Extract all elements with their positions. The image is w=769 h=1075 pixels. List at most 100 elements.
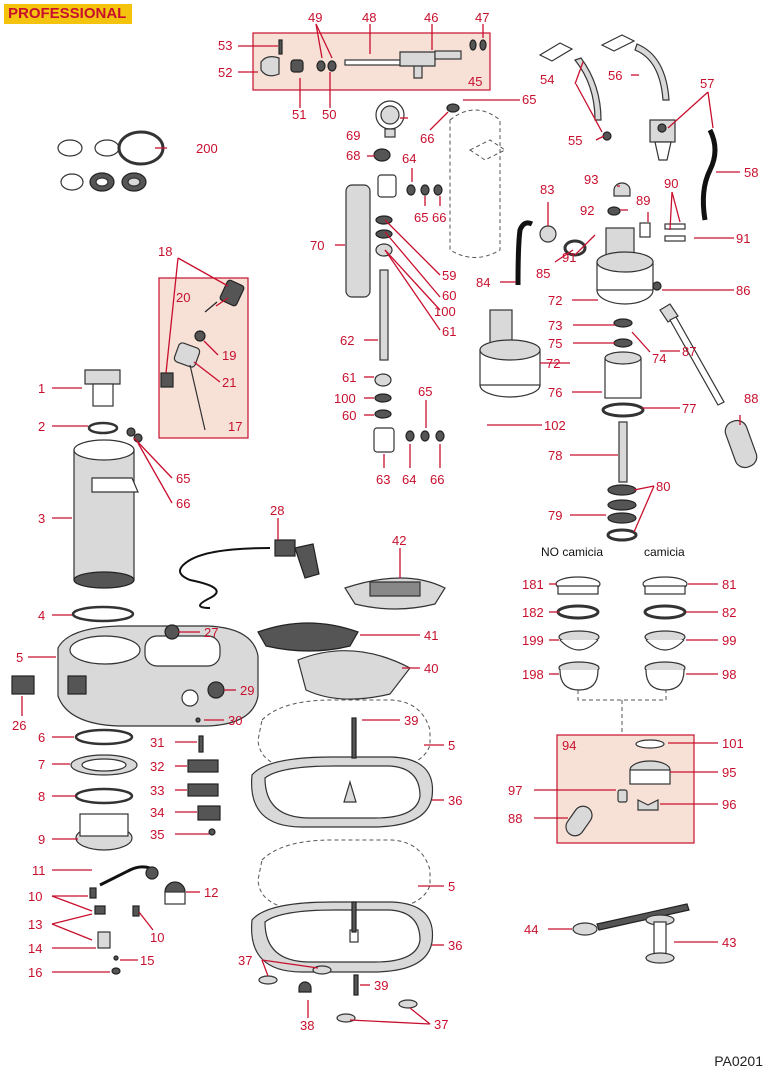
base-5	[57, 625, 259, 727]
fitting-63	[373, 427, 395, 453]
screw-10-a	[89, 887, 97, 899]
label-20: 20	[176, 290, 190, 305]
screw-31	[198, 735, 204, 753]
steam-pipe-58	[700, 128, 718, 221]
label-58: 58	[744, 165, 758, 180]
label-90: 90	[664, 176, 678, 191]
portafilter-95	[629, 760, 671, 785]
scoop-44	[572, 903, 690, 936]
label-91-left: 91	[562, 250, 576, 265]
label-31: 31	[150, 735, 164, 750]
gasket-77	[601, 402, 645, 418]
label-35: 35	[150, 827, 164, 842]
label-5-lower: 5	[448, 879, 455, 894]
thermostat-12	[164, 881, 186, 905]
steam-wand-56	[600, 34, 670, 101]
gasket-2	[87, 421, 119, 435]
label-73: 73	[548, 318, 562, 333]
label-45: 45	[468, 74, 482, 89]
spring-20	[204, 301, 218, 313]
part-labels: 53 52 51 50 49 48 46 47 45 200 65 66 69 …	[12, 10, 758, 1033]
label-89: 89	[636, 193, 650, 208]
steam-valve-57	[649, 119, 676, 161]
label-3: 3	[38, 511, 45, 526]
light-27	[164, 624, 180, 640]
oring-65-left	[126, 427, 136, 437]
label-5: 5	[16, 650, 23, 665]
label-10-left: 10	[28, 889, 42, 904]
label-76: 76	[548, 385, 562, 400]
terminal-32	[187, 759, 219, 773]
label-14: 14	[28, 941, 42, 956]
group-head-72-upper	[596, 227, 654, 305]
label-28: 28	[270, 503, 284, 518]
label-61-lower: 61	[342, 370, 356, 385]
label-66-lower: 66	[430, 472, 444, 487]
gasket-64-bottom	[405, 430, 415, 442]
label-93: 93	[584, 172, 598, 187]
drip-grid-41	[257, 622, 359, 652]
label-56: 56	[608, 68, 622, 83]
part-18-lower	[160, 372, 174, 388]
label-72-lower: 72	[546, 356, 560, 371]
label-42: 42	[392, 533, 406, 548]
label-36-lower: 36	[448, 938, 462, 953]
label-100-upper: 100	[434, 304, 456, 319]
nut-16	[111, 967, 121, 975]
switch-26	[11, 675, 35, 695]
label-39-upper: 39	[404, 713, 418, 728]
label-75: 75	[548, 336, 562, 351]
drawing-code: PA0201	[714, 1053, 763, 1069]
group-head-72-lower	[479, 309, 541, 398]
label-87: 87	[682, 344, 696, 359]
oring-60-bottom	[374, 409, 392, 419]
tube-62	[379, 269, 389, 361]
drip-tray-40	[297, 650, 411, 700]
oring-75	[613, 338, 633, 348]
label-2: 2	[38, 419, 45, 434]
label-60-upper: 60	[442, 288, 456, 303]
gasket-64-top	[406, 184, 416, 196]
filter-199	[558, 630, 600, 651]
heater-9	[75, 813, 133, 851]
label-91-right: 91	[736, 231, 750, 246]
pin-90-a	[664, 223, 686, 230]
label-55: 55	[568, 133, 582, 148]
oring-66-left	[133, 433, 143, 443]
cap-93	[613, 182, 631, 197]
label-7: 7	[38, 757, 45, 772]
professional-badge: PROFESSIONAL	[4, 4, 132, 24]
label-36-upper: 36	[448, 793, 462, 808]
label-66-left: 66	[176, 496, 190, 511]
gasket-66-top	[433, 184, 443, 196]
label-82: 82	[722, 605, 736, 620]
part-13	[94, 905, 106, 915]
filter-81	[642, 576, 688, 595]
filter-98	[644, 661, 686, 691]
label-88-right: 88	[744, 391, 758, 406]
oring-60-top	[375, 215, 393, 225]
oring-73	[613, 318, 633, 328]
foot-37-d	[398, 999, 418, 1009]
gasket-4	[71, 605, 135, 623]
label-60-lower: 60	[342, 408, 356, 423]
gasket-6	[74, 728, 134, 746]
filter-198	[558, 661, 600, 691]
label-32: 32	[150, 759, 164, 774]
label-37-lower: 37	[434, 1017, 448, 1032]
label-69: 69	[346, 128, 360, 143]
pin-21	[173, 342, 206, 431]
label-200: 200	[196, 141, 218, 156]
label-86: 86	[736, 283, 750, 298]
label-65-mid: 65	[414, 210, 428, 225]
label-94: 94	[562, 738, 576, 753]
screw-35	[208, 828, 216, 836]
label-48: 48	[362, 10, 376, 25]
label-15: 15	[140, 953, 154, 968]
gasket-82	[643, 604, 687, 620]
piston-rod-78	[618, 421, 628, 483]
ring-7	[70, 754, 138, 776]
label-50: 50	[322, 107, 336, 122]
label-96: 96	[722, 797, 736, 812]
